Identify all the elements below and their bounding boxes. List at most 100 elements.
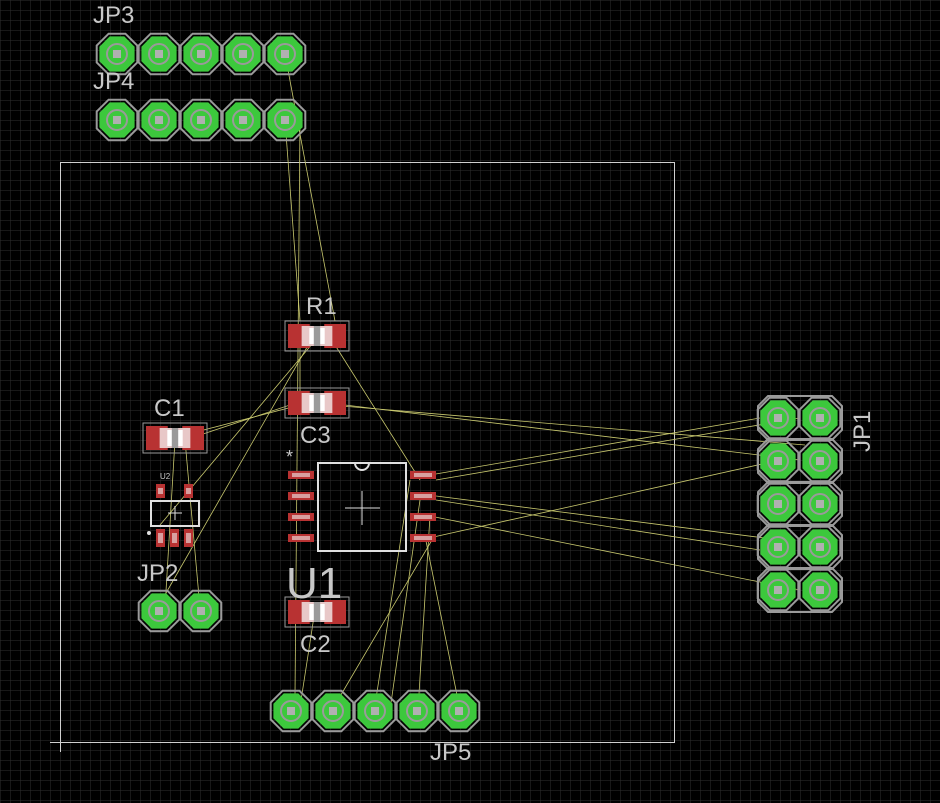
pad-drill bbox=[774, 500, 782, 508]
airwire bbox=[429, 417, 761, 476]
jp3-pad-row-pad[interactable] bbox=[99, 36, 135, 72]
jp2-pad-row-pad[interactable] bbox=[141, 593, 177, 629]
jp1-row-4-outline bbox=[798, 525, 842, 569]
jp3-pad-row-pad[interactable] bbox=[267, 36, 303, 72]
jp2-pad-row-outline bbox=[137, 589, 181, 633]
jp1-row-4-outline bbox=[756, 525, 800, 569]
jp1-row-4-pad[interactable] bbox=[802, 529, 838, 565]
pad-drill bbox=[197, 607, 205, 615]
jp1-row-3-outline bbox=[798, 482, 842, 526]
jp3-label: JP3 bbox=[93, 2, 134, 29]
origin-cross bbox=[50, 732, 70, 752]
jp4-pad-row-outline bbox=[221, 98, 265, 142]
r1-package[interactable] bbox=[284, 320, 350, 352]
board-outline[interactable] bbox=[60, 162, 675, 743]
pad-drill bbox=[329, 707, 337, 715]
jp5-pad-row-pad[interactable] bbox=[273, 693, 309, 729]
pad-drill bbox=[816, 500, 824, 508]
airwire bbox=[164, 439, 176, 609]
c2-package[interactable] bbox=[284, 596, 350, 628]
jp1-row-1-outline bbox=[798, 396, 842, 440]
jp4-pad-row[interactable] bbox=[95, 98, 307, 142]
jp1-row-5-pad[interactable] bbox=[760, 572, 796, 608]
jp1-row-5[interactable] bbox=[756, 568, 842, 612]
jp1-row-4[interactable] bbox=[756, 525, 842, 569]
c1-package[interactable] bbox=[142, 422, 208, 454]
pad-drill bbox=[281, 50, 289, 58]
c1-package-body-mark bbox=[171, 428, 179, 448]
pad-drill-ring bbox=[322, 700, 344, 722]
pad-drill bbox=[774, 586, 782, 594]
pad-drill-ring bbox=[809, 536, 831, 558]
r1-package-body-mark bbox=[313, 326, 321, 346]
jp5-pad-row-pad[interactable] bbox=[441, 693, 477, 729]
pad-drill-ring bbox=[767, 407, 789, 429]
pad-drill bbox=[155, 607, 163, 615]
c3-package[interactable] bbox=[284, 387, 350, 419]
pad-drill-ring bbox=[232, 43, 254, 65]
pad-drill bbox=[113, 116, 121, 124]
jp1-row-4-pad[interactable] bbox=[760, 529, 796, 565]
jp1-row-3-pad[interactable] bbox=[760, 486, 796, 522]
jp1-row-2[interactable] bbox=[756, 439, 842, 483]
pad-drill bbox=[281, 116, 289, 124]
jp1-row-1-pad[interactable] bbox=[802, 400, 838, 436]
jp4-label: JP4 bbox=[93, 68, 134, 95]
jp1-row-3-pad[interactable] bbox=[802, 486, 838, 522]
jp5-label: JP5 bbox=[430, 739, 471, 766]
jp2-pad-row-outline bbox=[179, 589, 223, 633]
jp5-pad-row-pad[interactable] bbox=[315, 693, 351, 729]
jp4-pad-row-outline bbox=[263, 98, 307, 142]
pad-drill-ring bbox=[448, 700, 470, 722]
jp5-pad-row[interactable] bbox=[269, 689, 481, 733]
pad-drill bbox=[816, 543, 824, 551]
pad-drill-ring bbox=[274, 43, 296, 65]
jp1-label: JP1 bbox=[849, 411, 876, 452]
pad-drill-ring bbox=[809, 493, 831, 515]
pad-drill-ring bbox=[232, 109, 254, 131]
jp1-row-1-outline bbox=[756, 396, 800, 440]
pad-drill bbox=[816, 414, 824, 422]
u2-package[interactable] bbox=[147, 484, 200, 547]
jp2-pad-row-pad[interactable] bbox=[183, 593, 219, 629]
u1-package[interactable] bbox=[288, 462, 436, 552]
jp4-pad-row-pad[interactable] bbox=[141, 102, 177, 138]
jp3-pad-row-outline bbox=[137, 32, 181, 76]
airwire bbox=[374, 479, 411, 706]
jp4-pad-row-pad[interactable] bbox=[99, 102, 135, 138]
pad-drill bbox=[239, 116, 247, 124]
jp1-row-1[interactable] bbox=[756, 396, 842, 440]
jp5-pad-row-pad[interactable] bbox=[399, 693, 435, 729]
jp5-pad-row-pad[interactable] bbox=[357, 693, 393, 729]
jp3-pad-row-outline bbox=[95, 32, 139, 76]
u1-pad-highlights bbox=[292, 473, 432, 540]
jp3-pad-row-pad[interactable] bbox=[141, 36, 177, 72]
jp4-pad-row-pad[interactable] bbox=[183, 102, 219, 138]
pad-drill bbox=[816, 457, 824, 465]
pad-drill bbox=[371, 707, 379, 715]
jp1-row-1-pad[interactable] bbox=[760, 400, 796, 436]
jp5-pad-row-outline bbox=[311, 689, 355, 733]
jp3-pad-row-pad[interactable] bbox=[225, 36, 261, 72]
u1-origin-cross bbox=[345, 491, 380, 525]
pad-drill-ring bbox=[809, 579, 831, 601]
jp1-row-2-pad[interactable] bbox=[802, 443, 838, 479]
jp1-row-3[interactable] bbox=[756, 482, 842, 526]
pad-drill bbox=[774, 457, 782, 465]
pad-drill-ring bbox=[106, 43, 128, 65]
jp2-pad-row[interactable] bbox=[137, 589, 223, 633]
airwire bbox=[334, 344, 421, 481]
airwire bbox=[299, 609, 316, 708]
jp1-row-5-pad[interactable] bbox=[802, 572, 838, 608]
jp4-pad-row-pad[interactable] bbox=[267, 102, 303, 138]
jp3-pad-row-outline bbox=[179, 32, 223, 76]
jp1-row-2-pad[interactable] bbox=[760, 443, 796, 479]
u2-label: U2 bbox=[160, 472, 171, 481]
jp3-pad-row-pad[interactable] bbox=[183, 36, 219, 72]
airwire bbox=[334, 539, 433, 706]
jp4-pad-row-pad[interactable] bbox=[225, 102, 261, 138]
jp3-pad-row[interactable] bbox=[95, 32, 307, 76]
pad-drill-ring bbox=[364, 700, 386, 722]
pad-drill bbox=[197, 50, 205, 58]
